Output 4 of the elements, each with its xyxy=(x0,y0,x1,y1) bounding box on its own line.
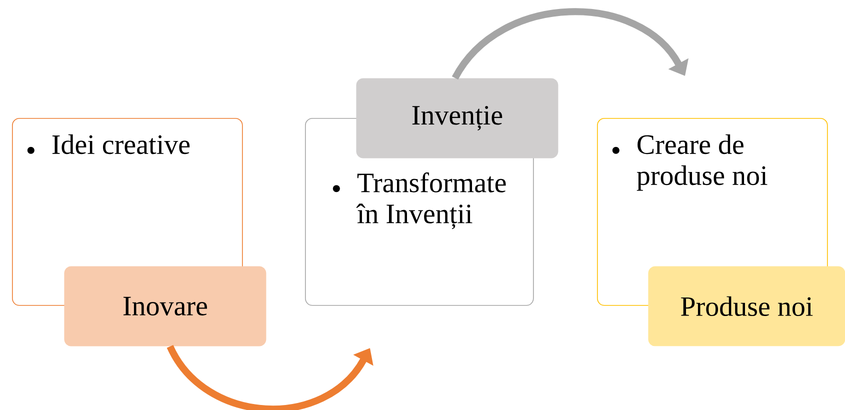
label-box: Inovare xyxy=(64,266,266,346)
curved-arrow xyxy=(452,8,688,80)
label-box: Produse noi xyxy=(648,266,845,346)
label-box: Invenție xyxy=(356,78,558,158)
